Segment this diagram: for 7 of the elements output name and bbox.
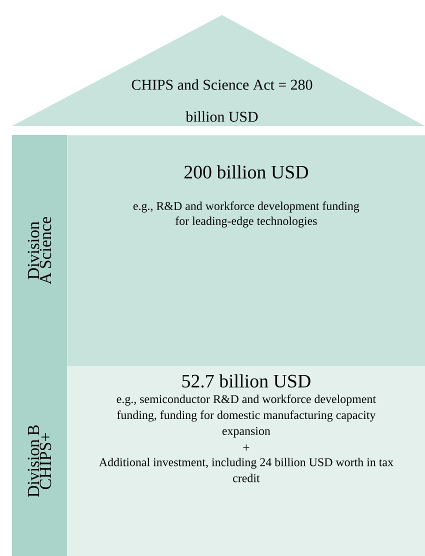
division-band: Division A Science [12,135,67,366]
division-band: Division B CHIPS+ [12,366,67,556]
roof-triangle: CHIPS and Science Act = 280 billion USD [12,15,425,126]
funding-panel: 200 billion USD e.g., R&D and workforce development funding for leading-edge technologies [67,135,425,366]
node-label: Division A Science [28,216,52,284]
node-label: Division B CHIPS+ [28,425,52,497]
funding-panel: 52.7 billion USD e.g., semiconductor R&D and workforce development funding, funding for domestic manufacturing capacity expansion + Additional investment, including 24 billion USD worth in tax credit [67,366,425,556]
